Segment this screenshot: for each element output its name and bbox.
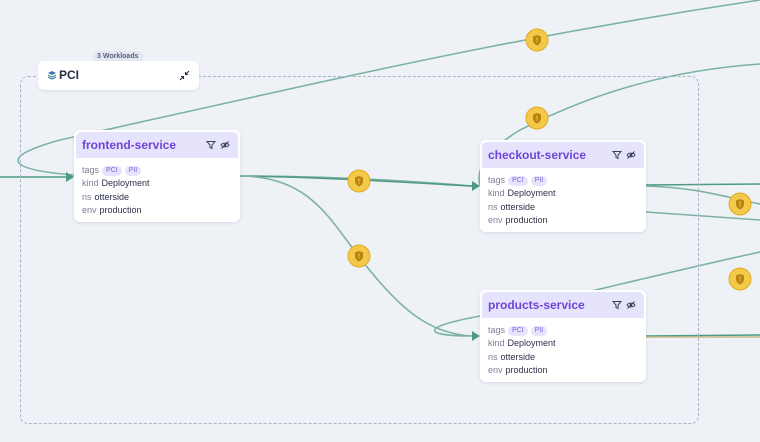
edge-arrowhead [66, 172, 74, 182]
prop-value-kind: Deployment [101, 178, 150, 189]
prop-value-env: production [505, 215, 548, 226]
prop-key-kind: kind [82, 178, 99, 189]
tag-badge: PCI [508, 326, 528, 336]
prop-key-env: env [488, 365, 503, 376]
prop-value-kind: Deployment [507, 338, 556, 349]
policy-shield-badge[interactable] [347, 169, 371, 193]
prop-value-env: production [505, 365, 548, 376]
policy-shield-badge[interactable] [728, 267, 752, 291]
prop-value-env: production [99, 205, 142, 216]
group-boundary [20, 76, 699, 424]
workload-count-badge: 3 Workloads [93, 51, 143, 62]
policy-shield-badge[interactable] [525, 106, 549, 130]
tag-badge: PII [124, 166, 142, 176]
node-title[interactable]: products-service [488, 298, 585, 312]
collapse-arrows-icon[interactable] [179, 70, 190, 81]
node-header: frontend-service [76, 132, 238, 158]
prop-key-tags: tags [488, 325, 506, 335]
policy-shield-badge[interactable] [347, 244, 371, 268]
tag-badge: PII [530, 176, 548, 186]
filter-icon[interactable] [612, 300, 622, 310]
edge-arrowhead [472, 181, 480, 191]
node-header: checkout-service [482, 142, 644, 168]
node-header: products-service [482, 292, 644, 318]
edge-checkout-to-external-1[interactable] [645, 183, 760, 186]
prop-value-kind: Deployment [507, 188, 556, 199]
policy-shield-badge[interactable] [728, 192, 752, 216]
policy-shield-badge[interactable] [525, 28, 549, 52]
group-title: PCI [59, 68, 80, 82]
policy-badge-group [347, 28, 752, 291]
eye-off-icon[interactable] [626, 150, 636, 160]
eye-off-icon[interactable] [220, 140, 230, 150]
edge-arrowhead [472, 331, 480, 341]
node-title[interactable]: frontend-service [82, 138, 177, 152]
prop-key-tags: tags [82, 165, 100, 175]
prop-key-kind: kind [488, 188, 505, 199]
tag-badge: PII [530, 326, 548, 336]
prop-key-tags: tags [488, 175, 506, 185]
prop-value-ns: otterside [500, 201, 536, 212]
prop-key-ns: ns [488, 351, 498, 362]
prop-key-ns: ns [488, 201, 498, 212]
prop-key-env: env [82, 205, 97, 216]
prop-value-ns: otterside [500, 351, 536, 362]
filter-icon[interactable] [206, 140, 216, 150]
tag-badge: PCI [102, 166, 122, 176]
layers-icon [47, 71, 57, 80]
group-header[interactable]: PCI [38, 61, 199, 90]
tag-badge: PCI [508, 176, 528, 186]
edge-frontend-to-external-top[interactable] [17, 0, 760, 176]
edge-checkout-to-external-3[interactable] [645, 211, 760, 221]
eye-off-icon[interactable] [626, 300, 636, 310]
prop-key-env: env [488, 215, 503, 226]
prop-value-ns: otterside [94, 191, 130, 202]
prop-key-ns: ns [82, 191, 92, 202]
edge-products-to-external-1[interactable] [645, 334, 760, 337]
node-title[interactable]: checkout-service [488, 148, 587, 162]
filter-icon[interactable] [612, 150, 622, 160]
prop-key-kind: kind [488, 338, 505, 349]
